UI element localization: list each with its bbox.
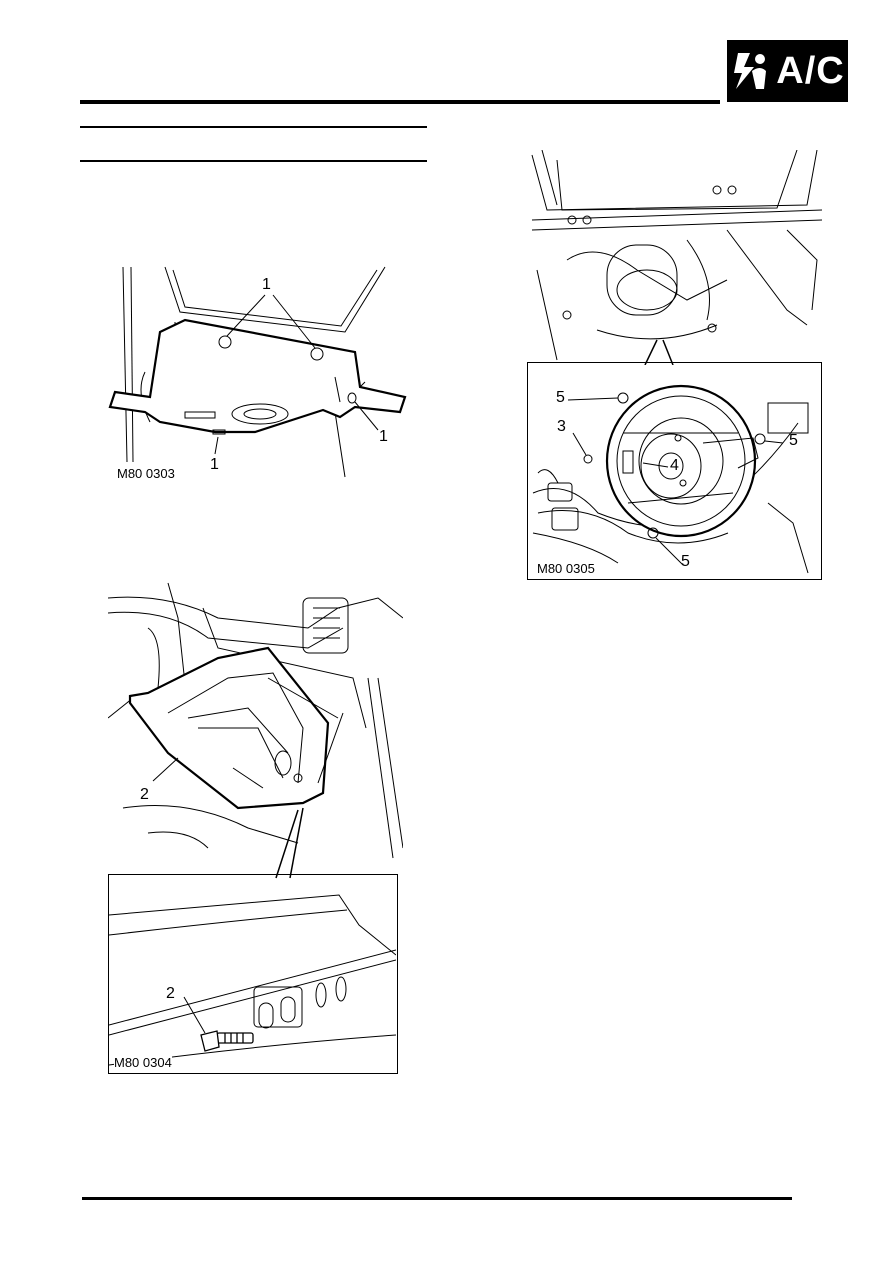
callout-5-right: 5 [789,432,798,449]
callout-1-right: 1 [379,428,388,445]
title-rule-bottom [80,160,427,162]
inset-frame: 2 M80 0304 [108,874,398,1074]
figure-glovebox: 2 2 M80 0304 [108,578,403,1078]
section-badge-label: A/C [776,49,845,92]
callout-1-top: 1 [262,276,271,293]
callout-1-bottom: 1 [210,456,219,473]
footer-rule [82,1197,792,1200]
figure-caption: M80 0304 [114,1055,172,1070]
blower-motor-closeup-illustration [532,384,809,574]
callout-3: 3 [557,418,566,435]
callout-5-top-left: 5 [556,389,565,406]
glovebox-illustration [108,582,403,879]
callout-5-bottom: 5 [681,553,690,570]
figure-caption: M80 0305 [537,561,595,576]
figure-lower-trim-panel: 1 1 1 M80 0303 [105,262,410,490]
figure-blower-motor: 5 3 4 5 5 M80 0305 [527,150,822,580]
figure-caption: M80 0303 [117,466,175,481]
blower-location-illustration [531,150,822,365]
callout-2-bolt: 2 [166,985,175,1002]
section-badge: A/C [727,40,848,102]
title-rule-top [80,126,427,128]
hinge-bolt-illustration [109,894,396,1066]
callout-4: 4 [670,457,679,474]
header-rule [80,100,720,104]
callout-2-glovebox: 2 [140,786,149,803]
inset-frame: 5 3 4 5 5 M80 0305 [527,362,822,580]
lower-trim-panel-illustration [108,266,407,478]
airbag-spark-icon [734,53,767,89]
